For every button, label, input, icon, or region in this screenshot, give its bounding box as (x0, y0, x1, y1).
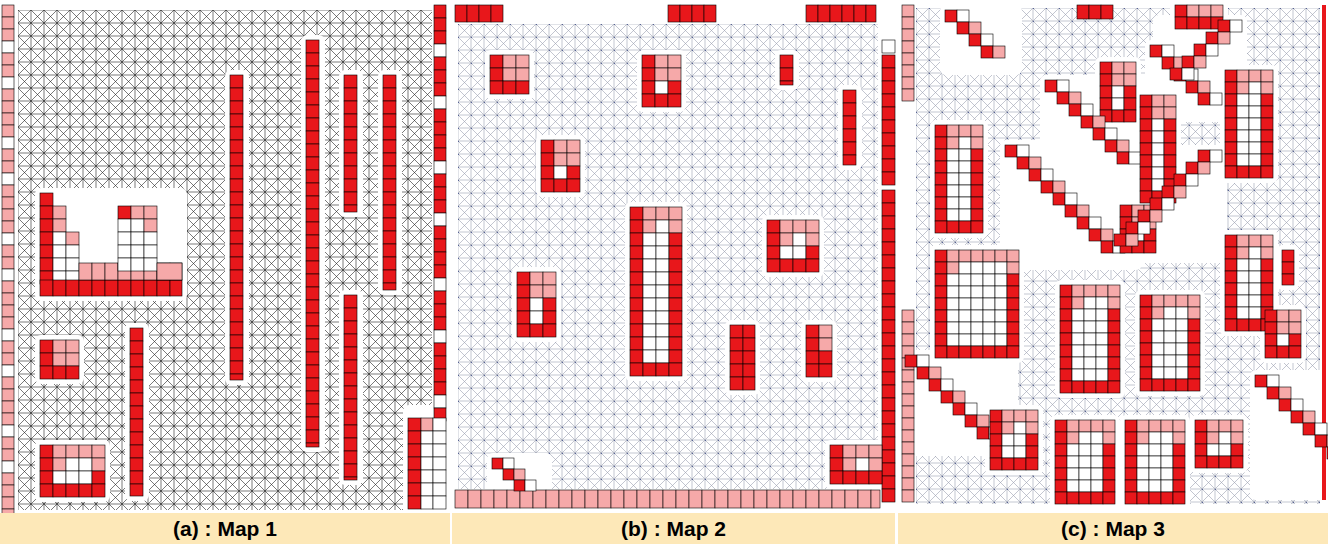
caption-band: (a) : Map 1 (0, 513, 450, 544)
map-caption: (b) : Map 2 (621, 517, 726, 541)
map-caption: (c) : Map 3 (1061, 517, 1165, 541)
caption-band: (c) : Map 3 (898, 513, 1328, 544)
map-caption: (a) : Map 1 (173, 517, 277, 541)
caption-band: (b) : Map 2 (452, 513, 895, 544)
